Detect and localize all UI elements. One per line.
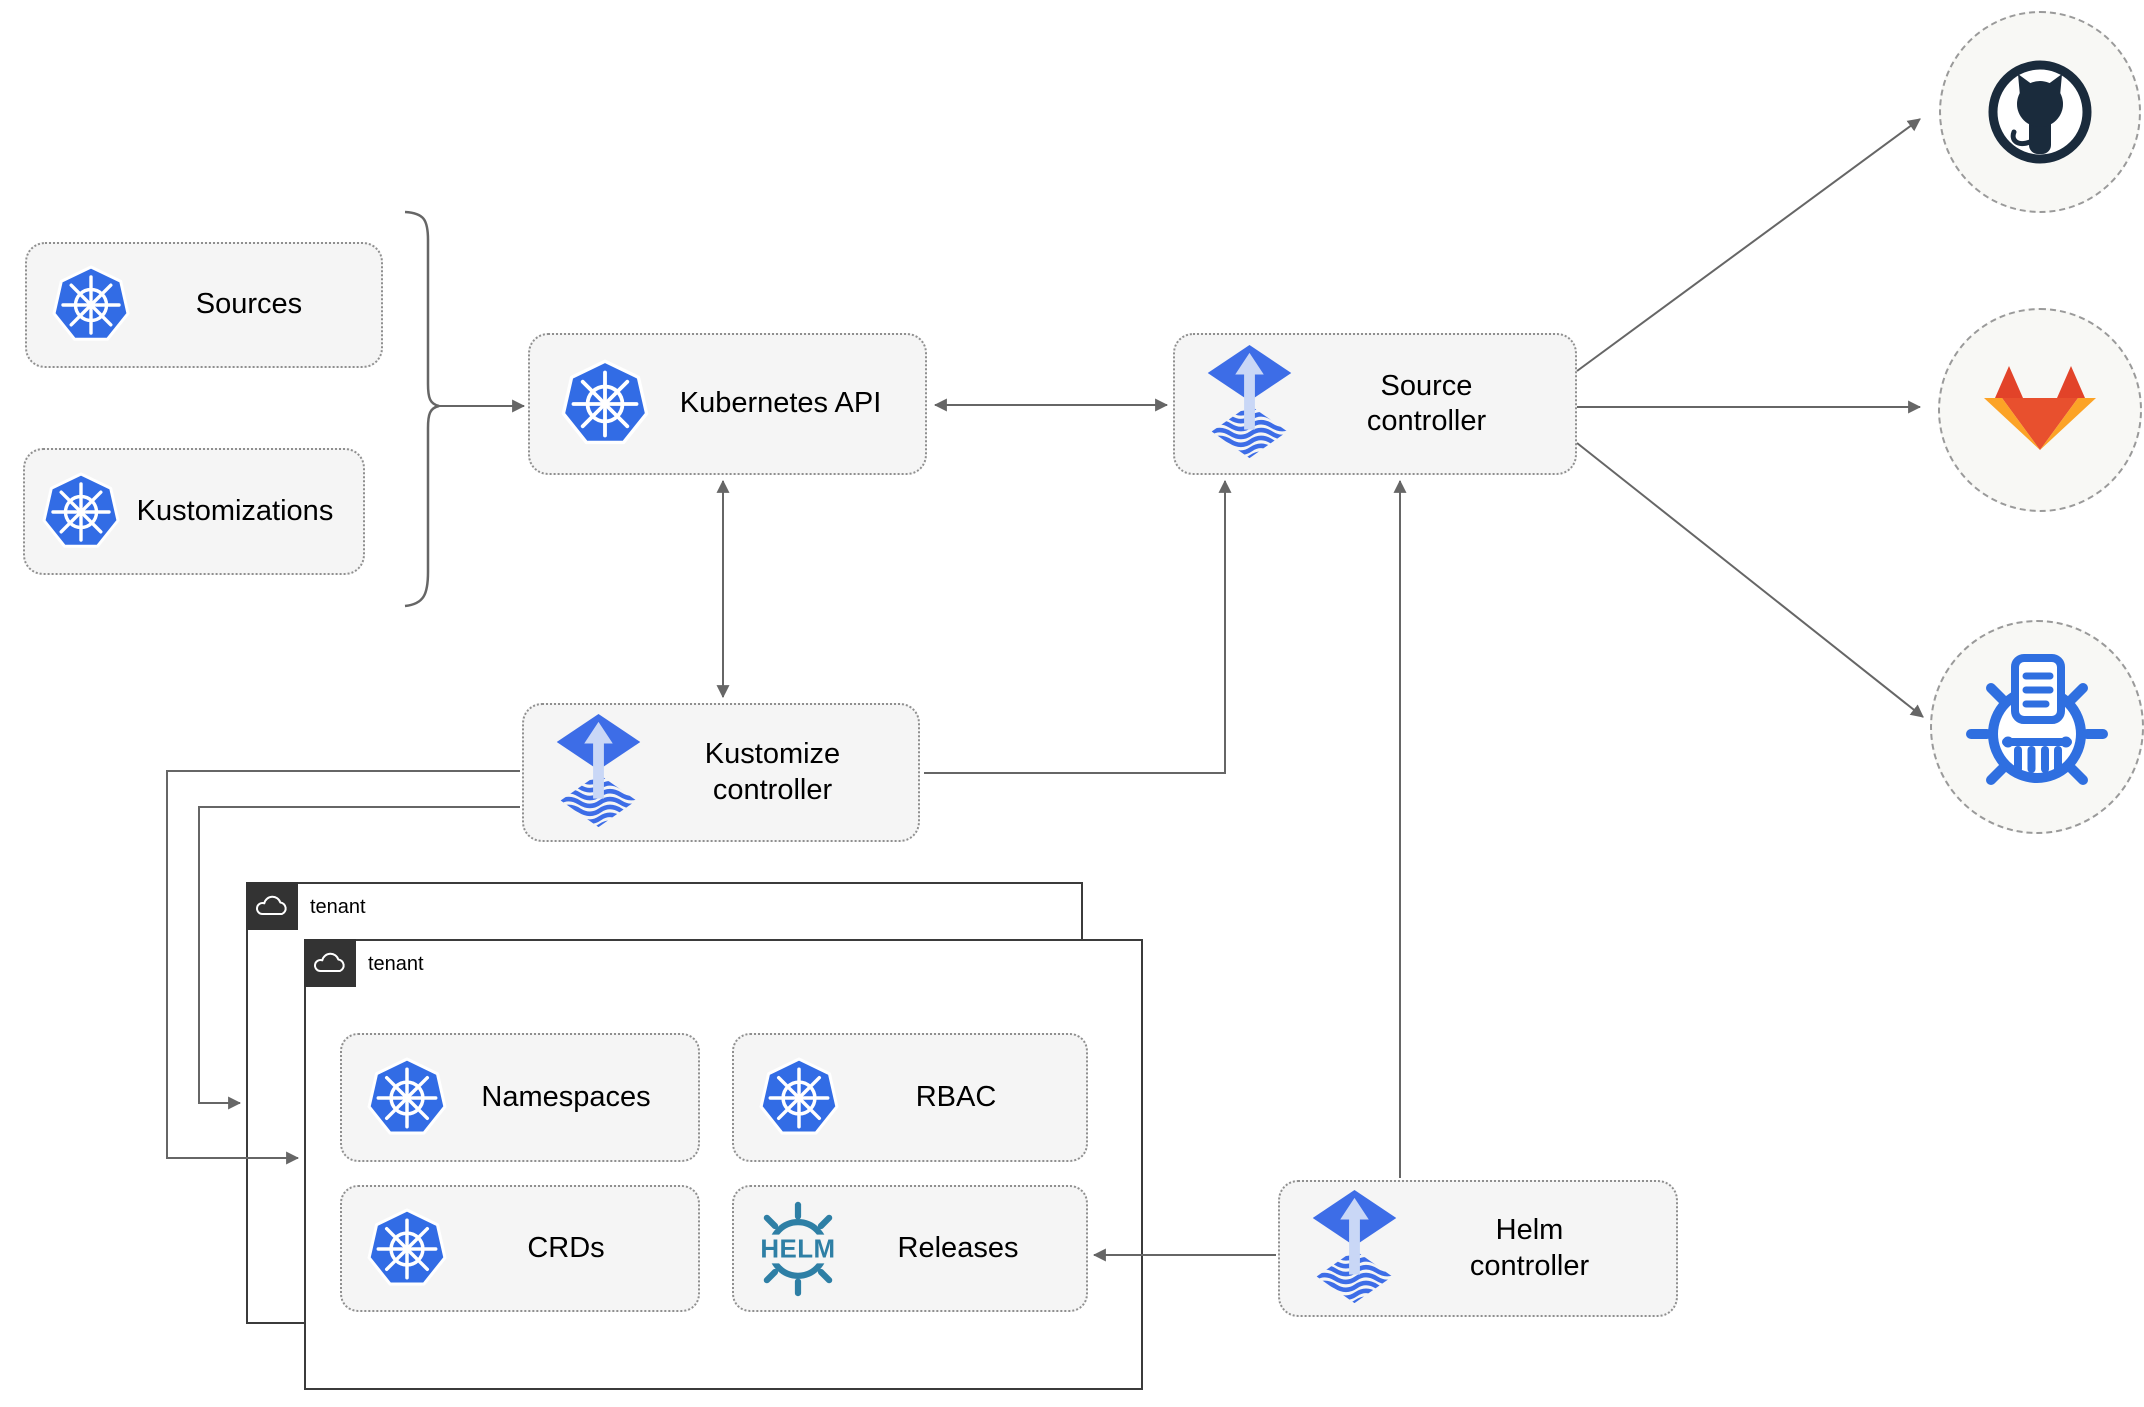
helm-repository-endpoint — [1930, 620, 2144, 834]
helm-icon: HELM — [752, 1196, 844, 1302]
kubernetes-icon — [51, 265, 131, 345]
helm-controller-node: Helm controller — [1278, 1180, 1678, 1317]
kubernetes-icon — [366, 1208, 448, 1290]
kubernetes-icon — [366, 1057, 448, 1139]
tenant-back-label: tenant — [310, 895, 366, 918]
helm-controller-label: Helm controller — [1469, 1214, 1590, 1282]
kubernetes-icon — [758, 1057, 840, 1139]
tenant-box-front: tenant — [304, 939, 1143, 1390]
cloud-icon — [254, 893, 290, 919]
tenant-front-label: tenant — [368, 952, 424, 975]
kubernetes-api-label: Kubernetes API — [679, 387, 882, 420]
helm-logo-text: HELM — [760, 1235, 835, 1263]
flux-icon — [556, 714, 641, 832]
kubernetes-icon — [41, 472, 121, 552]
kustomize-controller-label: Kustomize controller — [704, 738, 841, 806]
crds-node: CRDs — [340, 1185, 700, 1312]
releases-node: HELM Releases — [732, 1185, 1088, 1312]
rbac-node: RBAC — [732, 1033, 1088, 1162]
rbac-label: RBAC — [915, 1080, 997, 1113]
brace-group-sources — [404, 210, 440, 608]
cloud-icon — [312, 950, 348, 976]
tenant-back-header — [246, 882, 298, 930]
crds-label: CRDs — [527, 1231, 605, 1264]
flux-icon — [1312, 1190, 1397, 1308]
github-icon — [1978, 50, 2102, 174]
gitlab-icon — [1980, 358, 2100, 462]
kubernetes-api-node: Kubernetes API — [528, 333, 927, 475]
sources-node: Sources — [25, 242, 383, 368]
tenant-front-header — [304, 939, 356, 987]
releases-label: Releases — [897, 1231, 1019, 1264]
sources-label: Sources — [195, 288, 303, 321]
namespaces-node: Namespaces — [340, 1033, 700, 1162]
source-controller-node: Source controller — [1173, 333, 1577, 475]
edge-source-to-github — [1576, 118, 1921, 372]
namespaces-label: Namespaces — [481, 1080, 651, 1113]
kustomize-controller-node: Kustomize controller — [522, 703, 920, 842]
github-endpoint — [1939, 11, 2141, 213]
flux-icon — [1207, 345, 1292, 463]
gitlab-endpoint — [1938, 308, 2142, 512]
kubernetes-icon — [560, 359, 650, 449]
helm-repository-icon — [1962, 652, 2112, 802]
source-controller-label: Source controller — [1366, 369, 1487, 437]
edge-source-to-helm-repository — [1576, 442, 1924, 718]
kustomizations-node: Kustomizations — [23, 448, 365, 575]
edge-kustomize-to-source-controller — [924, 479, 1232, 774]
kustomizations-label: Kustomizations — [136, 494, 334, 527]
